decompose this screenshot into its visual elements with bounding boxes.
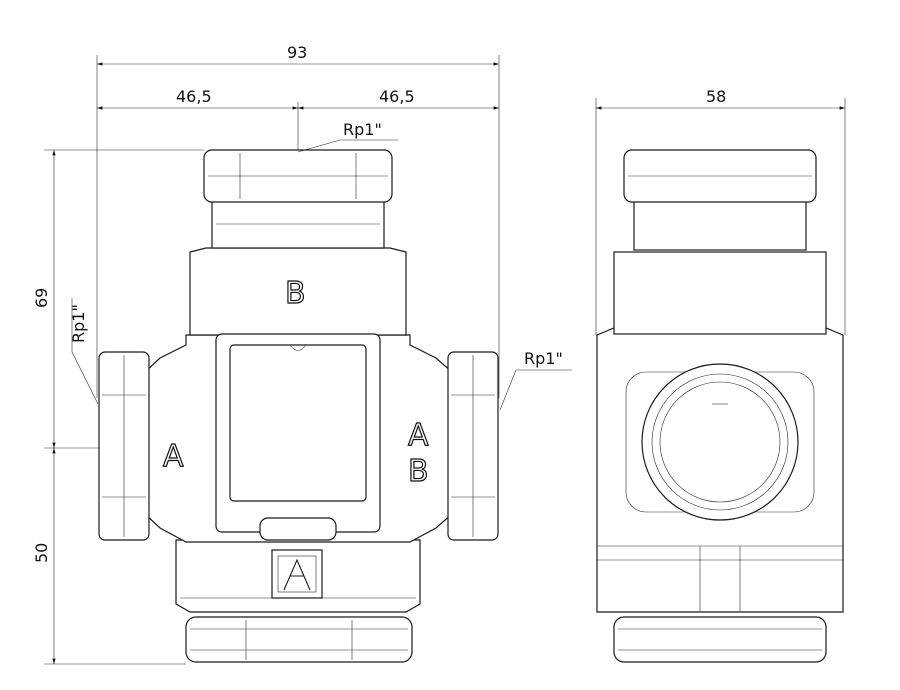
thread-callouts: Rp1" Rp1" Rp1" [69, 120, 572, 411]
right-port-nut [447, 351, 499, 541]
port-label-top: B [285, 276, 306, 311]
dim-side-width: 58 [706, 87, 726, 106]
center-window [215, 333, 381, 541]
thread-label-left: Rp1" [69, 304, 88, 343]
logo-mark [271, 549, 323, 599]
side-view [596, 149, 844, 663]
dim-upper-height: 69 [32, 288, 51, 308]
dimension-lines: 93 46,5 46,5 58 69 50 [32, 43, 846, 665]
port-label-left: A [163, 439, 184, 474]
bottom-union-nut [185, 616, 413, 663]
left-port-nut [98, 351, 150, 541]
port-label-right-upper: A [408, 418, 429, 453]
thread-label-right: Rp1" [524, 349, 563, 368]
top-nut [203, 149, 393, 203]
dim-lower-height: 50 [32, 543, 51, 563]
upper-neck [189, 247, 407, 336]
dim-total-width: 93 [287, 43, 307, 62]
front-view: B A A B [98, 149, 499, 663]
side-bottom-nut [613, 616, 827, 663]
port-label-right-lower: B [408, 454, 429, 489]
thread-label-top: Rp1" [343, 120, 382, 139]
dim-left-half: 46,5 [176, 87, 212, 106]
side-port-opening [641, 363, 799, 521]
dim-right-half: 46,5 [379, 87, 415, 106]
